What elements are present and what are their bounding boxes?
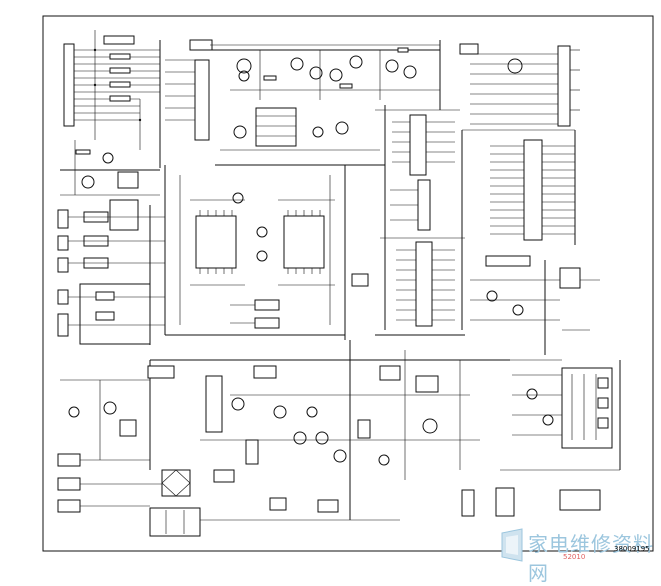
- center-upper-ic: [215, 107, 385, 166]
- left-input-connectors: [57, 199, 165, 345]
- watermark-url: 52010: [563, 553, 586, 561]
- top-center-stages: [165, 39, 441, 141]
- right-relay-group: [470, 255, 600, 355]
- center-right-ic-lower: [375, 237, 465, 336]
- center-lower-connectors: [230, 273, 369, 329]
- center-right-ic-upper: [375, 105, 460, 330]
- center-left-bus-frame: [164, 165, 346, 340]
- left-transistor-cluster: [60, 140, 160, 196]
- right-cpu-ic: [461, 129, 576, 330]
- page-frame: [42, 15, 654, 552]
- watermark-text: 家电维修资料网: [528, 532, 654, 585]
- top-right-output-block: [459, 43, 580, 127]
- drawing-code: 38009195: [614, 545, 650, 553]
- watermark-logo: [501, 528, 523, 562]
- top-left-connector-block: [63, 30, 161, 168]
- dip-ic-left: [190, 192, 245, 286]
- circuit-schematic: [42, 15, 654, 552]
- power-stage: [147, 340, 510, 520]
- lower-right-output: [461, 359, 621, 517]
- dip-ic-right: [256, 199, 335, 286]
- lower-left-mains: [57, 379, 400, 537]
